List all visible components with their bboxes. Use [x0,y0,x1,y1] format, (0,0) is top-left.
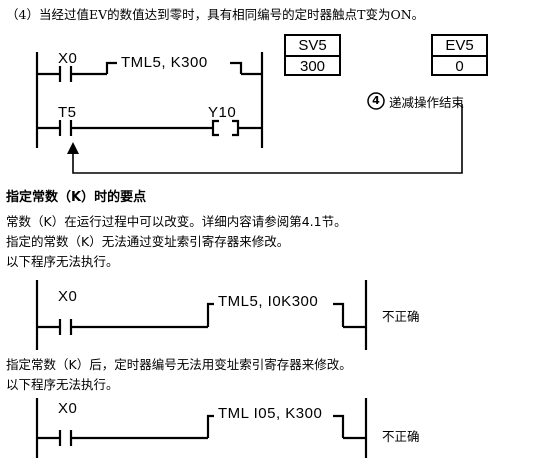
step-note: 递减操作结束 [389,95,465,110]
verdict-incorrect-3: 不正确 [382,429,420,444]
sv-label: SV5 [286,36,339,57]
timer-instruction-bracket-2 [206,302,366,329]
contact-x0-1 [37,66,107,82]
ev-value: 0 [455,58,464,75]
timer-instruction-bracket-3 [206,414,366,440]
feedback-arrow [72,104,463,174]
step-marker-number: 4 [372,94,380,107]
coil-label-y10: Y10 [208,104,237,121]
feedback-arrowhead [67,142,79,154]
timer-instruction-text: TML5, K300 [121,54,208,71]
notes-line-2: 指定的常数（K）无法通过变址索引寄存器来修改。 [6,234,290,249]
contact-label-x0-2: X0 [58,288,78,305]
step-marker-circle [367,92,385,110]
notes-line-1: 常数（K）在运行过程中可以改变。详细内容请参阅第4.1节。 [6,214,347,229]
contact-label-x0: X0 [58,50,78,67]
contact-label-x0-3: X0 [58,400,78,417]
ev-label: EV5 [433,36,486,57]
output-coil-y10 [211,119,262,137]
contact-x0-3 [37,430,208,446]
timer-instruction-text-2: TML5, I0K300 [218,293,319,310]
contact-label-t5: T5 [58,104,77,121]
elapsed-value-box: EV5 0 [431,34,488,76]
notes2-line-1: 指定常数（K）后，定时器编号无法用变址索引寄存器来修改。 [6,357,352,372]
step4-caption: （4）当经过值EV的数值达到零时，具有相同编号的定时器触点T变为ON。 [6,7,425,22]
sv-value: 300 [299,58,326,75]
notes2-line-2: 以下程序无法执行。 [6,377,119,392]
set-value-box: SV5 300 [284,34,341,76]
contact-t5 [37,120,213,136]
contact-x0-2 [37,319,208,335]
verdict-incorrect-2: 不正确 [382,309,420,324]
timer-instruction-bracket-1 [105,61,262,76]
notes-line-3: 以下程序无法执行。 [6,254,119,269]
notes-heading: 指定常数（K）时的要点 [6,190,147,205]
timer-instruction-text-3: TML I05, K300 [218,405,323,422]
